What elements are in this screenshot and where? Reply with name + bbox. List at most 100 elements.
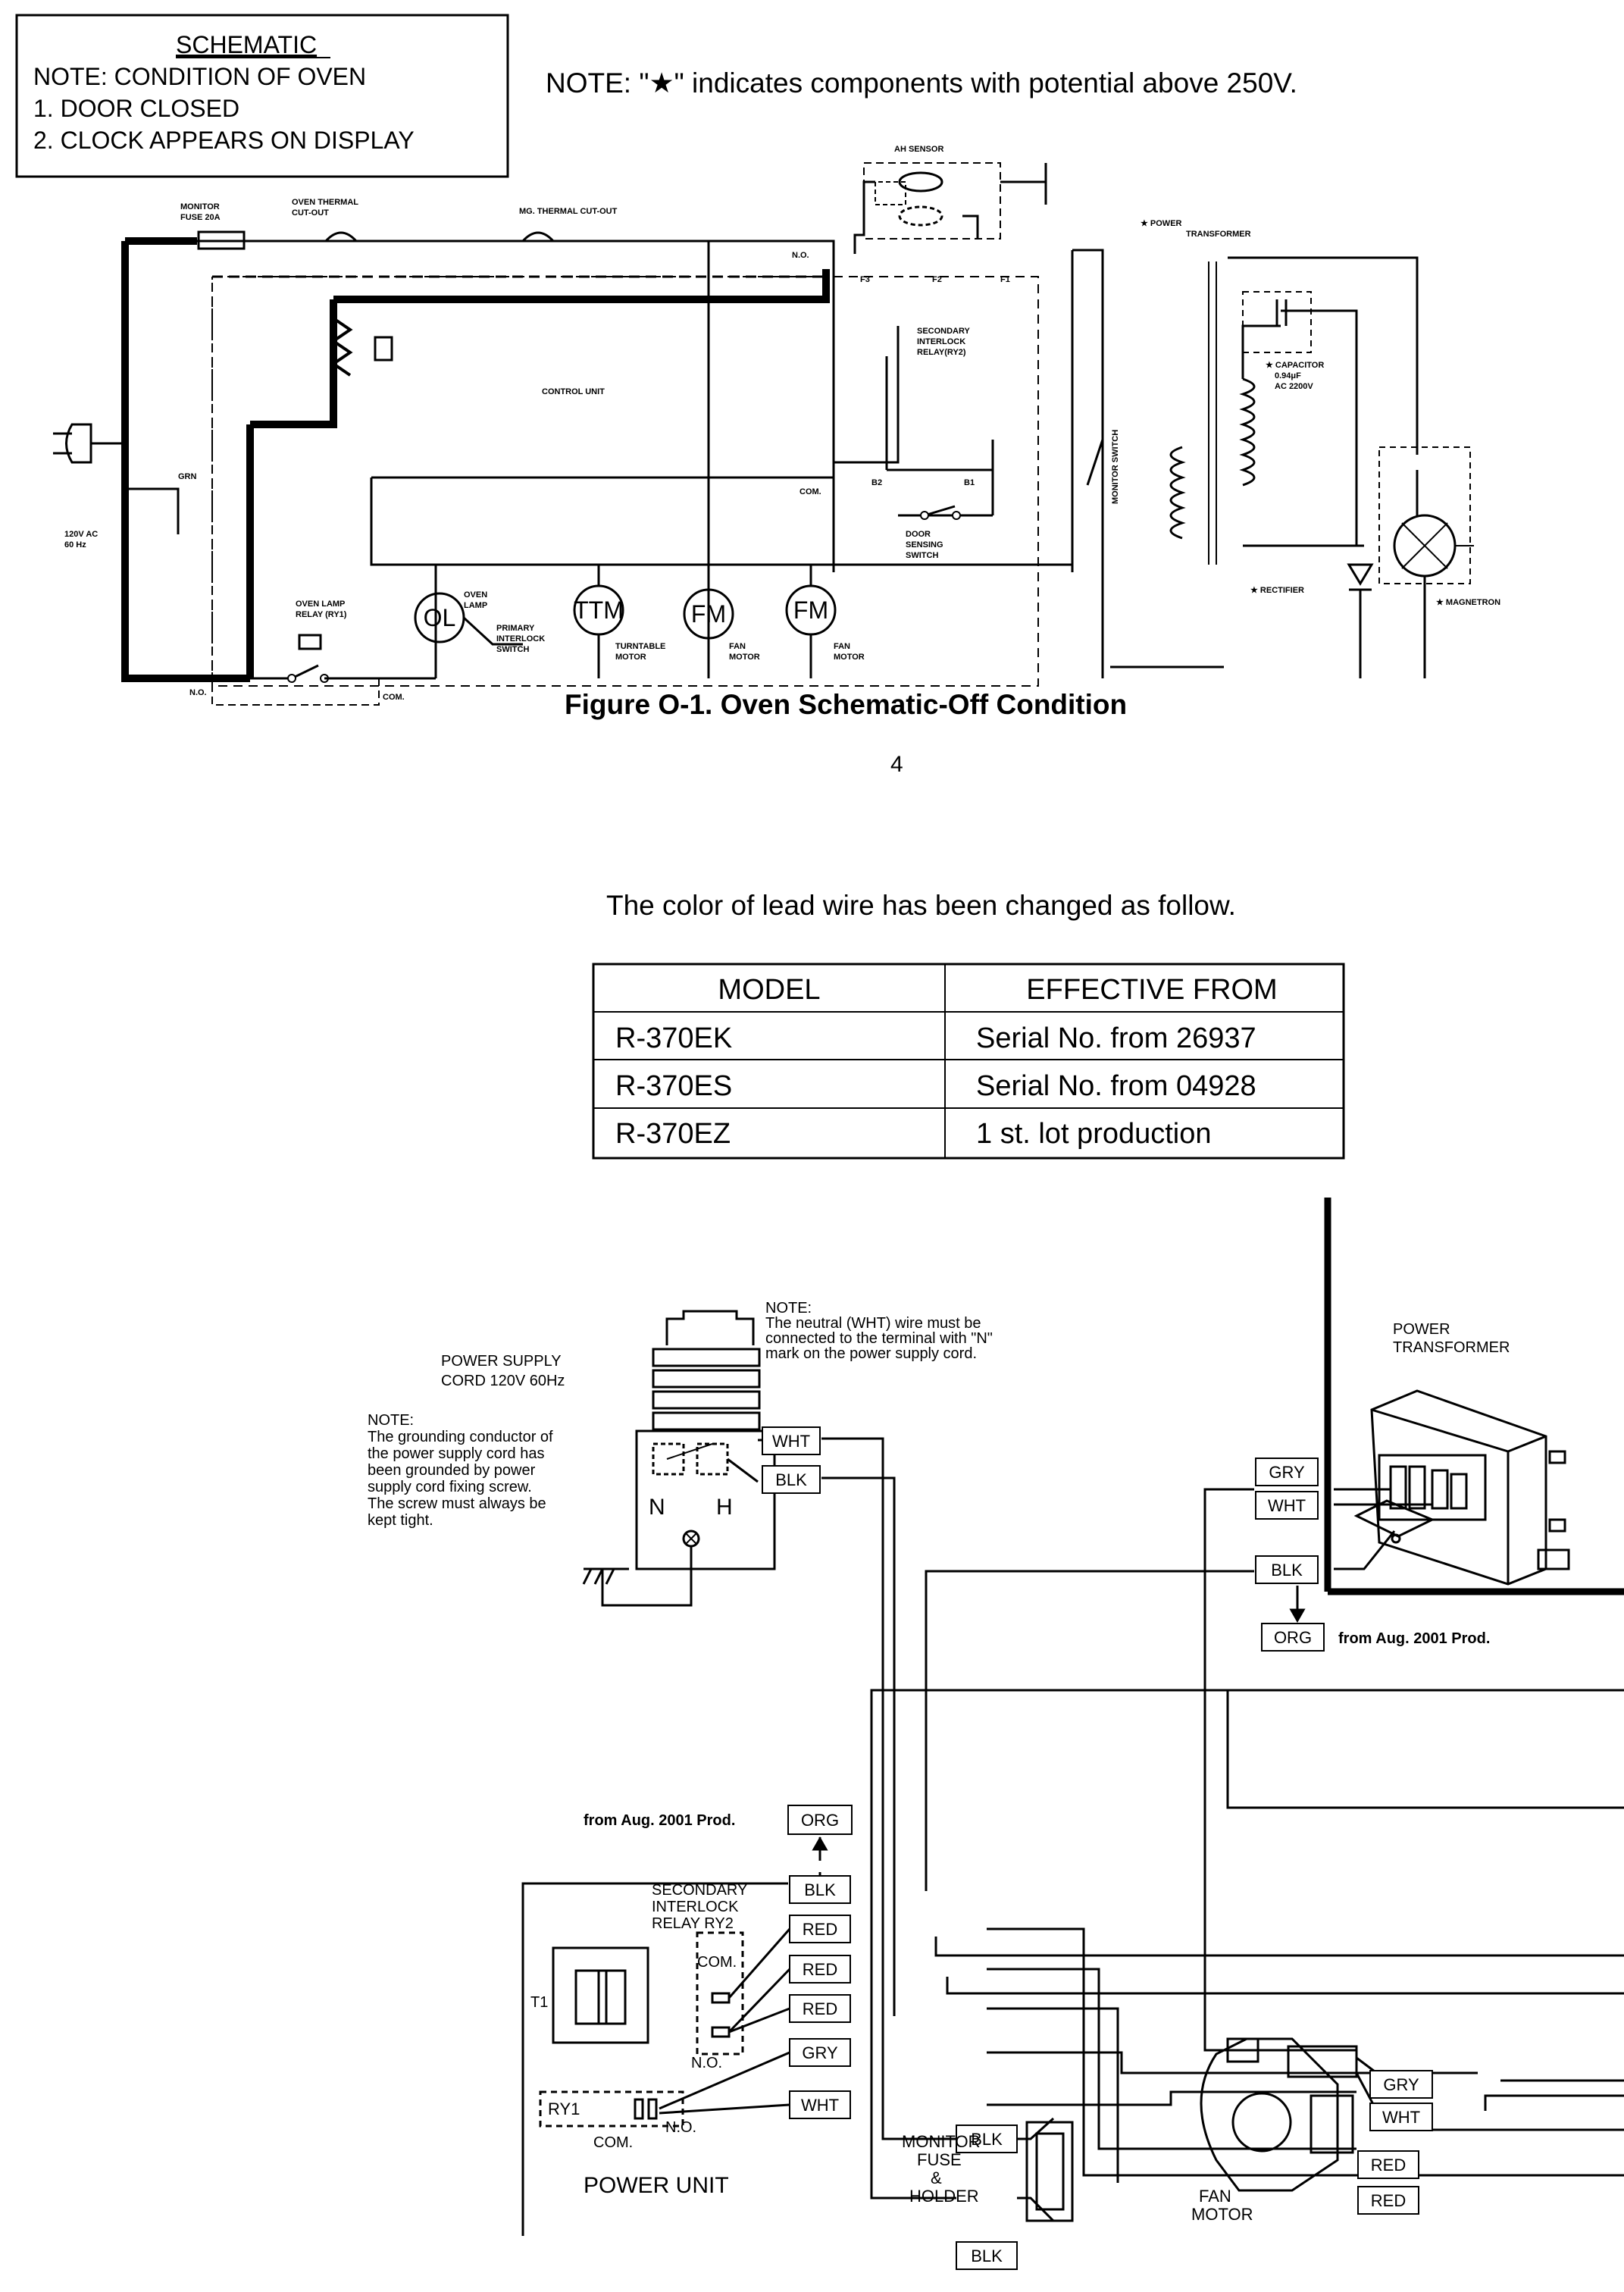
neutral-note-3: connected to the terminal with "N" — [765, 1330, 993, 1347]
wire-label-wht-fan: WHT — [1369, 2103, 1433, 2131]
table-cell: Serial No. from 04928 — [976, 1070, 1256, 1102]
fm-symbol-2: FM — [793, 596, 828, 624]
secondary-relay-label3: RELAY(RY2) — [917, 348, 966, 357]
svg-text:RED: RED — [1371, 2156, 1406, 2175]
fan-motor-label: FAN — [1199, 2187, 1231, 2206]
cord-n-label: N — [649, 1495, 665, 1520]
schematic-heading: SCHEMATIC — [176, 31, 317, 58]
svg-text:BLK: BLK — [775, 1470, 807, 1489]
no-bottom-label: N.O. — [189, 688, 207, 697]
oven-lamp-relay-label2: RELAY (RY1) — [296, 610, 347, 619]
oven-thermal-label2: CUT-OUT — [292, 208, 329, 218]
com-bottom-label: COM. — [383, 693, 405, 702]
f2-label: F2 — [932, 275, 942, 284]
no-top-label: N.O. — [792, 251, 809, 260]
oven-lamp-label2: LAMP — [464, 601, 487, 610]
wire-label-blk-power-unit: BLK — [789, 1875, 851, 1904]
schematic-note-line2: 1. DOOR CLOSED — [33, 95, 239, 122]
primary-interlock-label3: SWITCH — [496, 645, 529, 654]
table-cell: R-370EK — [615, 1022, 732, 1054]
ttm-symbol: TTM — [574, 596, 624, 624]
relay-no-label: N.O. — [691, 2055, 722, 2071]
secondary-relay-label: SECONDARY — [652, 1882, 747, 1899]
figure-caption: Figure O-1. Oven Schematic-Off Condition — [565, 689, 1127, 720]
door-sensing-label2: SENSING — [906, 540, 943, 550]
oven-schematic — [53, 162, 1474, 706]
svg-text:ORG: ORG — [801, 1811, 839, 1830]
ground-note-7: kept tight. — [368, 1512, 433, 1529]
svg-text:BLK: BLK — [971, 2130, 1003, 2149]
schematic-note-line3: 2. CLOCK APPEARS ON DISPLAY — [33, 127, 415, 154]
primary-interlock-label: PRIMARY — [496, 624, 535, 633]
page-number: 4 — [890, 752, 903, 777]
table-cell: Serial No. from 26937 — [976, 1022, 1256, 1054]
svg-text:WHT: WHT — [801, 2096, 839, 2115]
svg-text:RED: RED — [803, 1960, 837, 1979]
wire-label-gry-power-unit: GRY — [789, 2038, 851, 2067]
ground-note-1: NOTE: — [368, 1412, 414, 1429]
ac-input-label: 120V AC — [64, 530, 98, 539]
secondary-relay-label3: RELAY RY2 — [652, 1915, 734, 1932]
fan-motor-label-1b: MOTOR — [729, 653, 760, 662]
schematic-labels: MONITOR FUSE 20A OVEN THERMAL CUT-OUT MG… — [64, 145, 1500, 702]
wire-label-blk-fuse-1: BLK — [956, 2124, 1018, 2153]
svg-text:BLK: BLK — [804, 1880, 836, 1899]
wire-label-blk-fuse-2: BLK — [956, 2241, 1018, 2270]
fan-motor-label-2: FAN — [834, 642, 850, 651]
wire-label-wht-cord: WHT — [762, 1426, 821, 1455]
svg-text:GRY: GRY — [802, 2043, 838, 2062]
rectifier-label: ★ RECTIFIER — [1250, 586, 1304, 595]
svg-text:BLK: BLK — [1271, 1561, 1303, 1580]
wire-label-gry-fan: GRY — [1369, 2070, 1433, 2099]
table-header-effective: EFFECTIVE FROM — [1026, 974, 1277, 1006]
svg-text:WHT: WHT — [1268, 1496, 1306, 1515]
monitor-fuse-label2: FUSE 20A — [180, 213, 221, 222]
table-header-model: MODEL — [718, 974, 820, 1006]
capacitor-label: ★ CAPACITOR — [1266, 361, 1324, 370]
table-cell: 1 st. lot production — [976, 1118, 1212, 1150]
fan-motor-label2: MOTOR — [1191, 2205, 1253, 2224]
svg-text:GRY: GRY — [1383, 2075, 1419, 2094]
oven-lamp-label: OVEN — [464, 590, 487, 600]
power-cord-label2: CORD 120V 60Hz — [441, 1373, 565, 1389]
oven-thermal-label: OVEN THERMAL — [292, 198, 358, 207]
control-unit-label: CONTROL UNIT — [542, 387, 605, 396]
schematic-note-line1: NOTE: CONDITION OF OVEN — [33, 63, 366, 90]
svg-text:WHT: WHT — [1382, 2108, 1420, 2127]
mg-thermal-label: MG. THERMAL CUT-OUT — [519, 207, 618, 216]
from-aug-note-2: from Aug. 2001 Prod. — [584, 1812, 735, 1829]
ac-input-label2: 60 Hz — [64, 540, 86, 550]
svg-text:BLK: BLK — [971, 2247, 1003, 2265]
capacitor-label2: 0.94μF — [1275, 371, 1301, 380]
wire-label-red-1: RED — [789, 1915, 851, 1943]
primary-interlock-label2: INTERLOCK — [496, 634, 545, 643]
svg-text:ORG: ORG — [1274, 1628, 1312, 1647]
table-cell: R-370ES — [615, 1070, 732, 1102]
ground-note-4: been grounded by power — [368, 1462, 536, 1479]
turntable-motor-label: TURNTABLE — [615, 642, 665, 651]
neutral-note-4: mark on the power supply cord. — [765, 1345, 977, 1362]
transformer-label2: TRANSFORMER — [1393, 1339, 1510, 1356]
door-sensing-label3: SWITCH — [906, 551, 938, 560]
secondary-relay-label2: INTERLOCK — [917, 337, 965, 346]
relay-com-label: COM. — [697, 1954, 737, 1971]
ry1-label: RY1 — [548, 2099, 580, 2118]
oven-lamp-relay-label: OVEN LAMP — [296, 600, 345, 609]
monitor-switch-label: MONITOR SWITCH — [1111, 430, 1120, 504]
lead-wire-table: MODEL EFFECTIVE FROM R-370EK Serial No. … — [592, 963, 1345, 1160]
wire-label-wht-power-unit: WHT — [789, 2090, 851, 2119]
monitor-fuse-label: MONITOR — [180, 202, 220, 211]
wire-label-org-transformer: ORG — [1261, 1623, 1325, 1652]
ground-note-3: the power supply cord has — [368, 1445, 544, 1462]
fan-motor-label-1: FAN — [729, 642, 746, 651]
schematic-note-box: SCHEMATIC NOTE: CONDITION OF OVEN 1. DOO… — [15, 14, 509, 178]
ah-sensor-label: AH SENSOR — [894, 145, 943, 154]
wire-labels: WHT BLK GRY WHT BLK ORG from Aug. 2001 P… — [584, 1426, 1490, 2270]
wire-label-gry-transformer: GRY — [1255, 1458, 1319, 1486]
svg-text:RED: RED — [803, 1920, 837, 1939]
b2-label: B2 — [871, 478, 882, 487]
ol-symbol: OL — [424, 604, 456, 631]
cord-h-label: H — [716, 1495, 733, 1520]
fm-symbol-1: FM — [691, 600, 726, 628]
